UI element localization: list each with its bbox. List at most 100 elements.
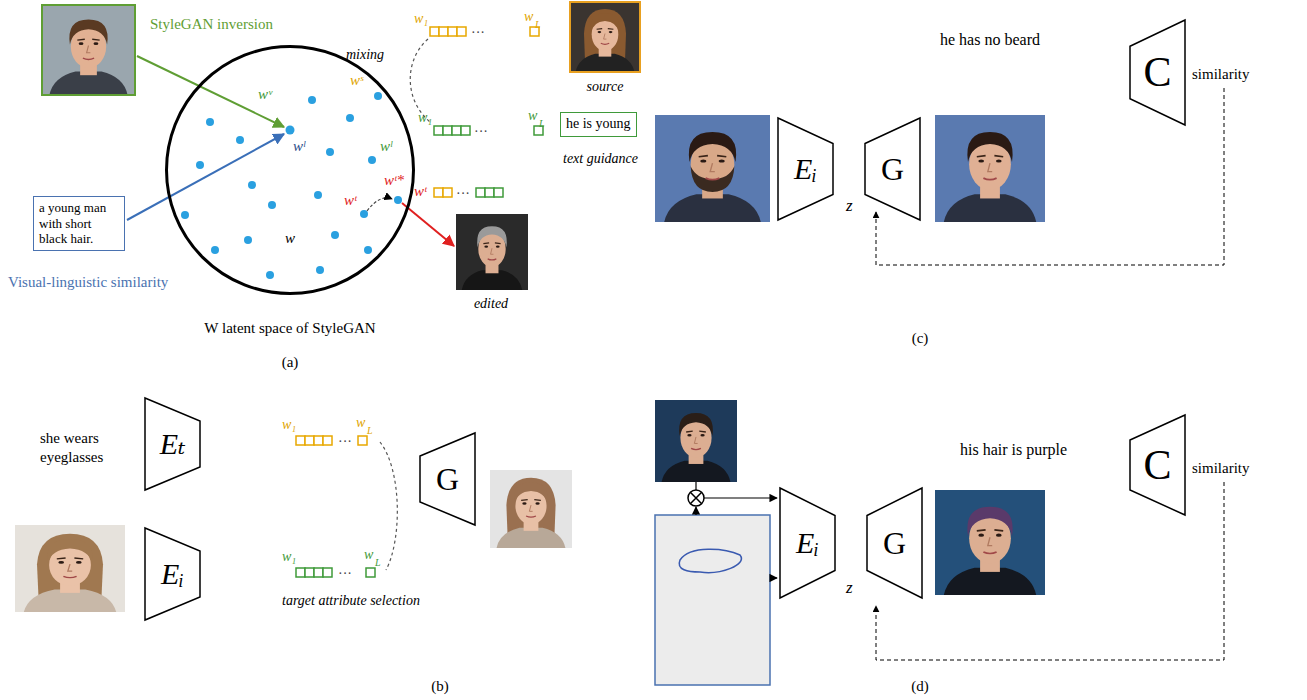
text-prompt: she wears eyeglasses	[40, 430, 103, 465]
latent-code-label: wˡ	[380, 136, 392, 155]
vector-label: w₁	[282, 549, 296, 564]
image-caption: source	[587, 79, 624, 94]
vector-label: w	[364, 544, 373, 564]
ellipsis: ···	[456, 186, 470, 201]
vector-label: w₁	[418, 110, 432, 125]
text-prompt: he has no beard	[940, 31, 1040, 48]
ellipsis: ···	[471, 22, 485, 42]
vector-subscript: L	[535, 19, 541, 30]
vector-label: w₁	[282, 414, 296, 434]
vector-label: w	[356, 415, 365, 430]
latent-code-label: wᵗ*	[384, 172, 404, 188]
latent-variable: z	[846, 578, 853, 597]
clip-model: C	[1130, 20, 1185, 125]
latent-code-label: w	[285, 230, 295, 246]
model-symbol: C	[1143, 440, 1171, 490]
operation-label: mixing	[346, 44, 384, 64]
vector-subscript: L	[539, 112, 545, 131]
image-encoder: Eᵢ	[145, 528, 200, 620]
operation-label: text guidance	[563, 151, 638, 166]
ellipsis: ···	[338, 431, 352, 451]
output-label: similarity	[1192, 458, 1250, 477]
generator-symbol: G	[881, 150, 904, 188]
image-encoder: Eᵢ	[780, 488, 835, 598]
vector-label: w	[524, 9, 533, 24]
image-caption: edited	[474, 293, 508, 313]
ellipsis: ···	[471, 25, 485, 40]
operation-label: target attribute selection	[282, 593, 420, 608]
panel-label: (d)	[911, 676, 929, 695]
encoder-symbol: Eᵢ	[794, 151, 817, 187]
latent-code-label: wᵛ	[258, 86, 272, 102]
vector-subscript: L	[375, 551, 381, 570]
operation-label: mixing	[346, 47, 384, 62]
image-caption: edited	[474, 296, 508, 311]
output-label: similarity	[1192, 64, 1250, 83]
generator: G	[420, 433, 475, 525]
method-label: StyleGAN inversion	[150, 16, 273, 32]
vector-subscript: L	[539, 118, 545, 129]
vector-label: w	[524, 6, 533, 26]
text-encoder: Eₜ	[145, 398, 200, 490]
latent-code-label: wᵗ	[344, 192, 357, 208]
latent-code-label: wᵗ	[344, 190, 357, 209]
vector-label: w₁	[418, 107, 432, 127]
encoder-symbol: Eₜ	[160, 426, 186, 462]
method-label: Visual-linguistic similarity	[8, 274, 168, 290]
generator: G	[867, 488, 922, 598]
vector-label: w	[528, 108, 537, 123]
guidance-text: he is young	[566, 116, 631, 133]
circle-outline	[165, 45, 415, 295]
output-label: similarity	[1192, 460, 1250, 476]
vector-subscript: L	[535, 13, 541, 32]
text-prompt: he has no beard	[940, 30, 1040, 49]
vector-label: w	[528, 105, 537, 125]
ellipsis: ···	[338, 563, 352, 583]
method-label: Visual-linguistic similarity	[8, 272, 168, 291]
panel-label: (c)	[912, 328, 929, 347]
text-prompt: his hair is purple	[960, 441, 1067, 458]
latent-variable: z	[846, 196, 853, 215]
latent-code-label: wˡ	[293, 138, 305, 154]
latent-code-label: wˡ	[293, 136, 305, 155]
ellipsis: ···	[456, 183, 470, 203]
text-description-box: a young man with short black hair.	[33, 196, 125, 251]
space-caption: W latent space of StyleGAN	[135, 319, 445, 337]
operation-label: target attribute selection	[282, 590, 420, 610]
ellipsis: ···	[338, 434, 352, 449]
description-text: a young man with short black hair.	[39, 200, 119, 247]
ellipsis: ···	[474, 121, 488, 141]
vector-label: w	[364, 547, 373, 562]
latent-code-label: wˢ	[350, 72, 363, 88]
image-encoder: Eᵢ	[778, 118, 833, 220]
panel-label: (c)	[912, 330, 929, 346]
panel-label: (d)	[911, 678, 929, 694]
latent-code-label: wˡ	[380, 138, 392, 154]
vector-label: wᵗ	[414, 183, 427, 199]
latent-code-label: wᵛ	[258, 84, 272, 103]
generator-symbol: G	[883, 524, 906, 562]
ellipsis: ···	[338, 566, 352, 581]
vector-subscript: L	[367, 419, 373, 438]
latent-code-label: wˢ	[350, 70, 363, 89]
output-label: similarity	[1192, 66, 1250, 82]
generator-symbol: G	[436, 460, 459, 498]
generator: G	[865, 118, 920, 220]
latent-code-label: w	[285, 228, 295, 247]
panel-label: (b)	[431, 678, 449, 694]
vector-label: w₁	[414, 8, 428, 28]
clip-model: C	[1130, 415, 1185, 515]
latent-variable: z	[846, 196, 853, 216]
model-symbol: C	[1143, 47, 1171, 97]
vector-label: w	[356, 412, 365, 432]
operation-label: text guidance	[563, 148, 638, 168]
encoder-symbol: Eᵢ	[161, 556, 184, 592]
vector-subscript: L	[367, 425, 373, 436]
latent-code-label: wᵗ*	[384, 170, 404, 189]
encoder-symbol: Eᵢ	[796, 525, 819, 561]
vector-subscript: L	[375, 557, 381, 568]
method-label: StyleGAN inversion	[150, 14, 273, 33]
text-prompt: his hair is purple	[960, 440, 1067, 459]
panel-label: (b)	[431, 676, 449, 695]
latent-space-circle: W latent space of StyleGAN	[165, 45, 415, 295]
